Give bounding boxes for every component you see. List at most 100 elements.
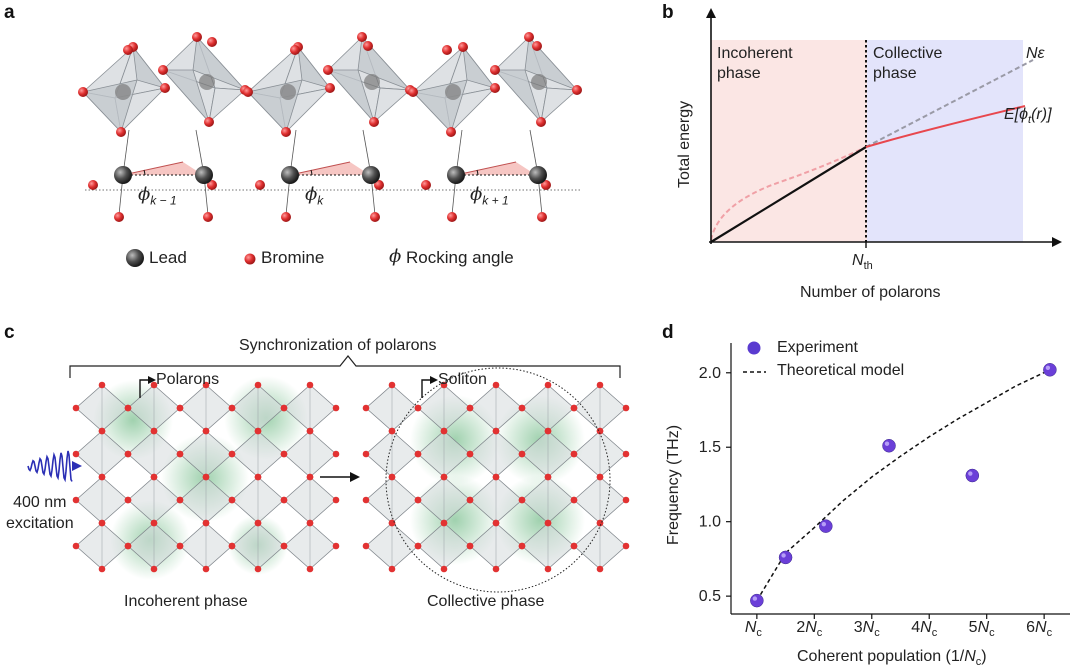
rocking-angle-label: ϕk − 1 (138, 184, 177, 208)
bromine-atom (124, 496, 132, 504)
energy-incoherent-dashed (710, 146, 867, 241)
bromine-atom (176, 496, 184, 504)
bromine-atom (440, 473, 448, 481)
bromine-atom (544, 565, 552, 573)
bromine-atom (544, 381, 552, 389)
bromine-atom (492, 519, 500, 527)
transition-arrowhead (350, 472, 360, 482)
bromine-atom (622, 450, 630, 458)
bromine-atom (254, 565, 262, 573)
bromine-atom (72, 450, 80, 458)
bromine-atom (280, 496, 288, 504)
octahedron-face (192, 36, 246, 91)
legend-lead: Lead (149, 248, 187, 267)
bromine-atom (388, 565, 396, 573)
bromine-atom (243, 87, 253, 97)
y-tick-label: 1.5 (699, 439, 721, 456)
lead-atom (199, 74, 215, 90)
bromine-atom (325, 83, 335, 93)
bromine-atom (362, 542, 370, 550)
bromine-atom (78, 87, 88, 97)
bromine-atom (622, 404, 630, 412)
bromine-atom (98, 381, 106, 389)
bromine-atom (388, 381, 396, 389)
lead-atom (115, 84, 131, 100)
bromine-atom (281, 212, 291, 222)
bromine-atom (280, 450, 288, 458)
lead-atom (364, 74, 380, 90)
panel-letter-b: b (662, 2, 674, 23)
bromine-atom (492, 565, 500, 573)
x-tick-label: 5Nc (968, 619, 995, 640)
bromine-atom (440, 381, 448, 389)
x-tick-label: Nc (744, 619, 762, 640)
octahedron-face (373, 87, 411, 124)
lead-atom (529, 166, 547, 184)
energy-functional-label: E[ϕt(r)] (1004, 106, 1052, 127)
soliton-boundary (385, 367, 611, 593)
rocking-angle-label: ϕk + 1 (470, 184, 509, 208)
bromine-atom (116, 127, 126, 137)
bromine-atom (572, 85, 582, 95)
lead-atom (362, 166, 380, 184)
collective-caption: Collective phase (427, 593, 545, 610)
bromine-atom (158, 65, 168, 75)
bromine-atom (332, 496, 340, 504)
bromine-atom (228, 496, 236, 504)
n-epsilon-label: Nε (1026, 45, 1045, 62)
soliton-pointer (421, 379, 432, 398)
bromine-atom (88, 180, 98, 190)
bromine-atom (421, 180, 431, 190)
bromine-atom (306, 427, 314, 435)
synchronization-bracket (69, 355, 621, 378)
y-tick-label: 2.0 (699, 365, 721, 382)
bromine-atom (596, 565, 604, 573)
rocking-angle-label: ϕk (305, 184, 324, 208)
bromine-atom (254, 519, 262, 527)
x-tick-label: 2Nc (796, 619, 823, 640)
experiment-point-highlight (752, 596, 758, 601)
bromine-atom (440, 519, 448, 527)
bromine-atom (596, 427, 604, 435)
bromine-atom (150, 565, 158, 573)
legend-experiment-marker (747, 341, 761, 355)
lead-chain (85, 129, 580, 222)
d-y-label: Frequency (THz) (665, 424, 682, 545)
polarons-pointer-head (148, 376, 156, 384)
bromine-atom (207, 180, 217, 190)
b-x-label: Number of polarons (800, 284, 941, 301)
theoretical-model-line (756, 369, 1051, 601)
d-x-label: Coherent population (1/Nc) (797, 648, 987, 669)
bromine-atom (492, 473, 500, 481)
bromine-atom (544, 473, 552, 481)
bromine-atom (332, 542, 340, 550)
linear-energy-dashed (865, 59, 1034, 148)
bromine-atom (492, 427, 500, 435)
bromine-atom (202, 519, 210, 527)
bromine-atom (492, 381, 500, 389)
bromine-atom (72, 496, 80, 504)
bromine-atom (458, 42, 468, 52)
octahedron-face (462, 45, 497, 89)
bromine-atom (369, 117, 379, 127)
bromine-atom (466, 450, 474, 458)
rocking-angle-wedge (290, 162, 370, 175)
bromine-atom (176, 542, 184, 550)
bromine-atom (98, 473, 106, 481)
bromine-atom (150, 381, 158, 389)
x-tick-label: 3Nc (853, 619, 880, 640)
octahedron-face (132, 45, 167, 89)
bromine-atom (536, 117, 546, 127)
bromine-atom (72, 404, 80, 412)
bromine-atom (570, 542, 578, 550)
bromine-atom (490, 65, 500, 75)
lead-atom (281, 166, 299, 184)
bromine-atom (374, 180, 384, 190)
bromine-atom (281, 127, 291, 137)
collective-region (867, 40, 1023, 242)
octahedra-row (78, 32, 582, 137)
panel-letter-c: c (4, 322, 15, 343)
bromine-atom (518, 404, 526, 412)
bromine-atom (280, 404, 288, 412)
